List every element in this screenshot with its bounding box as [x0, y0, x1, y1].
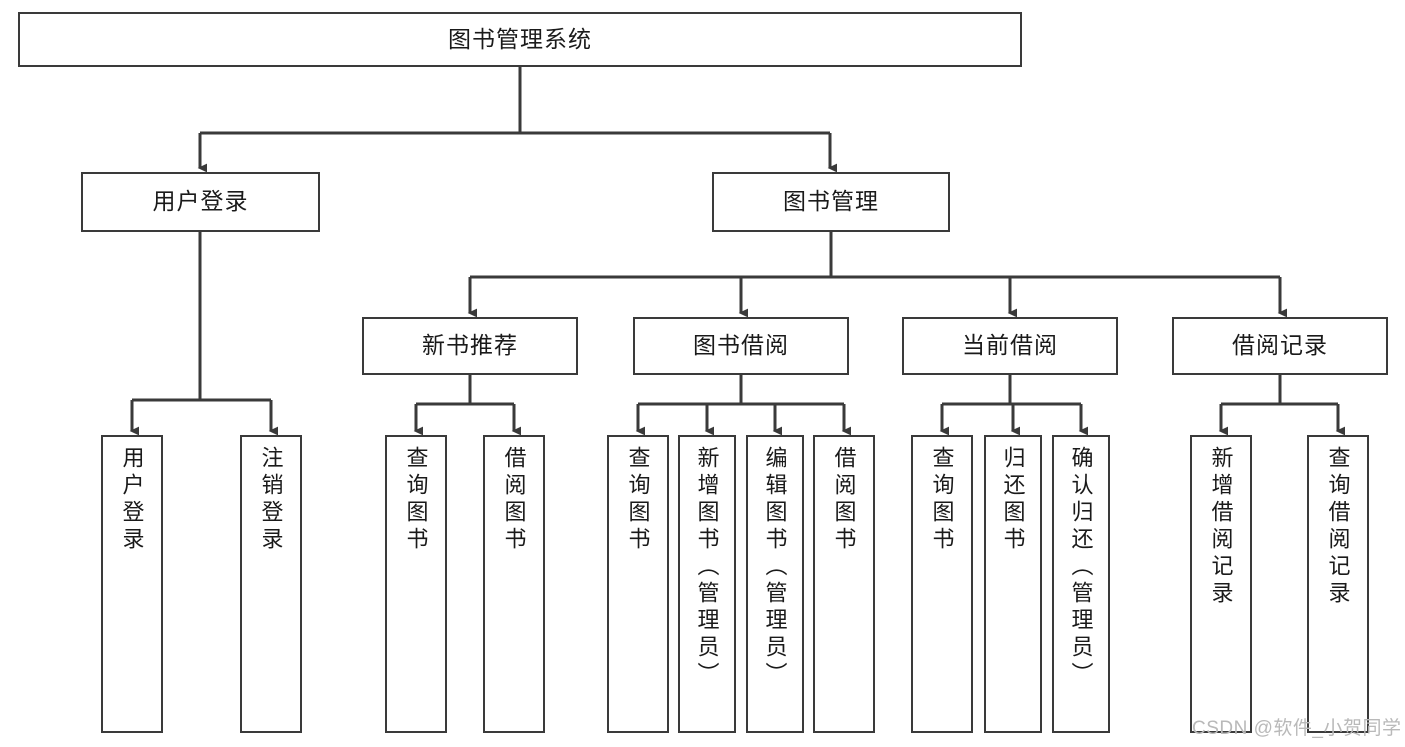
leaf-add-book-label: 新增图书（管理员） [694, 446, 720, 689]
leaf-edit-book-label: 编辑图书（管理员） [762, 446, 788, 689]
leaf-borrow-book-rec-label: 借阅图书 [501, 446, 527, 554]
node-book-manage-label: 图书管理 [783, 188, 879, 215]
leaf-query-record[interactable]: 查询借阅记录 [1307, 435, 1369, 733]
leaf-query-book-cur-label: 查询图书 [929, 446, 955, 554]
leaf-query-record-label: 查询借阅记录 [1325, 446, 1351, 608]
node-book-manage[interactable]: 图书管理 [712, 172, 950, 232]
node-current-borrow-label: 当前借阅 [962, 332, 1058, 359]
node-new-book-recommend[interactable]: 新书推荐 [362, 317, 578, 375]
leaf-return-book[interactable]: 归还图书 [984, 435, 1042, 733]
leaf-return-book-label: 归还图书 [1000, 446, 1026, 554]
leaf-query-book-cur[interactable]: 查询图书 [911, 435, 973, 733]
node-borrow-record[interactable]: 借阅记录 [1172, 317, 1388, 375]
leaf-confirm-return[interactable]: 确认归还（管理员） [1052, 435, 1110, 733]
csdn-watermark: CSDN @软件_小贺同学 [1192, 718, 1402, 739]
leaf-query-book-rec-label: 查询图书 [403, 446, 429, 554]
leaf-user-login[interactable]: 用户登录 [101, 435, 163, 733]
leaf-borrow-book[interactable]: 借阅图书 [813, 435, 875, 733]
leaf-borrow-book-rec[interactable]: 借阅图书 [483, 435, 545, 733]
leaf-add-record-label: 新增借阅记录 [1208, 446, 1234, 608]
leaf-logout[interactable]: 注销登录 [240, 435, 302, 733]
node-book-borrow-label: 图书借阅 [693, 332, 789, 359]
node-new-book-recommend-label: 新书推荐 [422, 332, 518, 359]
leaf-confirm-return-label: 确认归还（管理员） [1068, 446, 1094, 689]
node-user-login-label: 用户登录 [152, 188, 249, 215]
leaf-add-book[interactable]: 新增图书（管理员） [678, 435, 736, 733]
leaf-add-record[interactable]: 新增借阅记录 [1190, 435, 1252, 733]
leaf-query-book-borrow[interactable]: 查询图书 [607, 435, 669, 733]
node-current-borrow[interactable]: 当前借阅 [902, 317, 1118, 375]
leaf-borrow-book-label: 借阅图书 [831, 446, 857, 554]
leaf-logout-label: 注销登录 [258, 446, 284, 554]
node-user-login[interactable]: 用户登录 [81, 172, 320, 232]
leaf-user-login-label: 用户登录 [119, 446, 145, 554]
node-root-label: 图书管理系统 [448, 25, 592, 52]
node-borrow-record-label: 借阅记录 [1232, 332, 1328, 359]
leaf-query-book-rec[interactable]: 查询图书 [385, 435, 447, 733]
node-book-borrow[interactable]: 图书借阅 [633, 317, 849, 375]
leaf-edit-book[interactable]: 编辑图书（管理员） [746, 435, 804, 733]
node-root[interactable]: 图书管理系统 [18, 12, 1022, 67]
leaf-query-book-borrow-label: 查询图书 [625, 446, 651, 554]
